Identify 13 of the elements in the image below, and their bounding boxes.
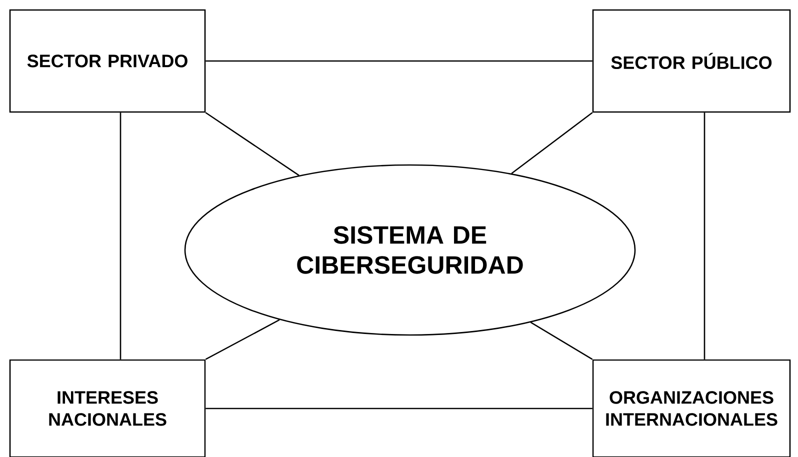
process-box: ORGANIZACIONES INTERNACIONALES: [592, 359, 791, 457]
connector-line: [205, 319, 280, 360]
process-box: SECTOR PRIVADO: [9, 9, 206, 113]
connector-line: [205, 112, 300, 176]
connector-line: [704, 112, 706, 360]
ellipse-node: SISTEMA DE CIBERSEGURIDAD: [184, 164, 636, 336]
connector-line: [120, 112, 122, 360]
process-box: SECTOR PÚBLICO: [592, 9, 791, 113]
process-box: INTERESES NACIONALES: [9, 359, 206, 457]
connector-line: [511, 112, 593, 174]
connector-line: [206, 60, 592, 62]
connector-line: [530, 322, 593, 360]
connector-line: [206, 408, 592, 410]
